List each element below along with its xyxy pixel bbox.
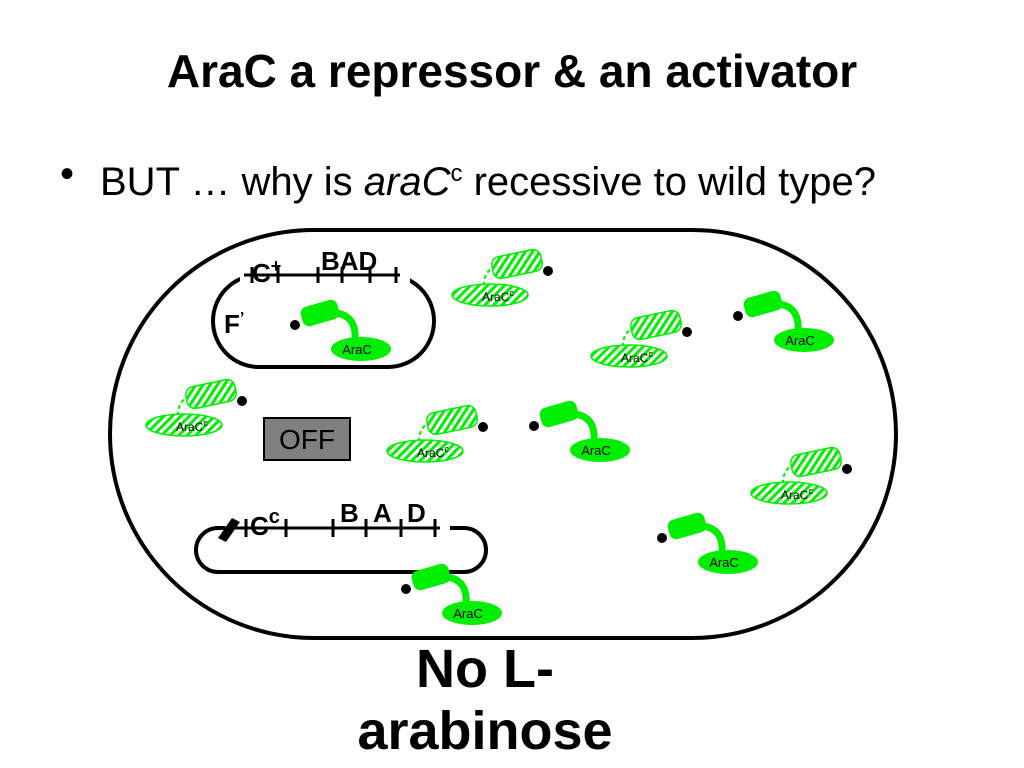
svg-text:AraC: AraC [581,443,611,458]
svg-text:AraCc: AraCc [621,349,653,365]
status-box-label: OFF [279,424,335,455]
svg-text:AraCc: AraCc [176,418,208,434]
bullet-gene: araC [363,160,451,204]
chromosome-gene-b: B [340,498,359,528]
svg-text:AraC: AraC [709,555,739,570]
status-box [263,417,351,461]
chromosome-gene-a: A [373,498,392,528]
c-protein-3: AraCc [145,377,248,437]
c-protein-5: AraCc [750,445,853,505]
cell-outline [108,228,898,640]
svg-text:AraCc: AraCc [417,444,449,460]
svg-text:AraCc: AraCc [482,288,514,304]
wt-protein-3: AraC [529,399,630,462]
bullet-suffix: recessive to wild type? [462,160,876,204]
svg-text:AraCc: AraCc [781,486,813,502]
svg-text:AraC: AraC [342,342,372,357]
f-plasmid-gene-ticks [250,267,398,283]
wt-protein-4: AraC [657,511,758,574]
condition-label: No L-arabinose [357,639,613,761]
mutation-mark-icon [218,518,240,542]
c-protein-4: AraCc [386,403,489,463]
f-plasmid-gene-c: C+ [252,256,281,288]
slide-title: AraC a repressor & an activator [166,45,858,97]
bullet-text: BUT … why is araCc recessive to wild typ… [100,150,940,206]
svg-text:AraC: AraC [453,606,483,621]
chromosome-gene-ticks [244,519,437,537]
bullet-prefix: BUT … why is [100,160,364,204]
chromosome-gene-d: D [407,498,426,528]
wt-protein-2: AraC [733,289,834,352]
bullet-symbol: • [60,152,75,196]
svg-text:AraC: AraC [785,333,815,348]
wt-protein-5: AraC [401,562,502,625]
c-protein-1: AraCc [451,247,554,307]
wt-protein-1: AraC [290,298,391,361]
chromosome-gene-c: Cc [250,506,280,541]
bullet-gene-superscript: c [450,160,463,187]
f-plasmid-label: F’ [224,309,244,339]
c-protein-2: AraCc [590,308,693,368]
f-plasmid-genes-bad: BAD [321,246,377,276]
